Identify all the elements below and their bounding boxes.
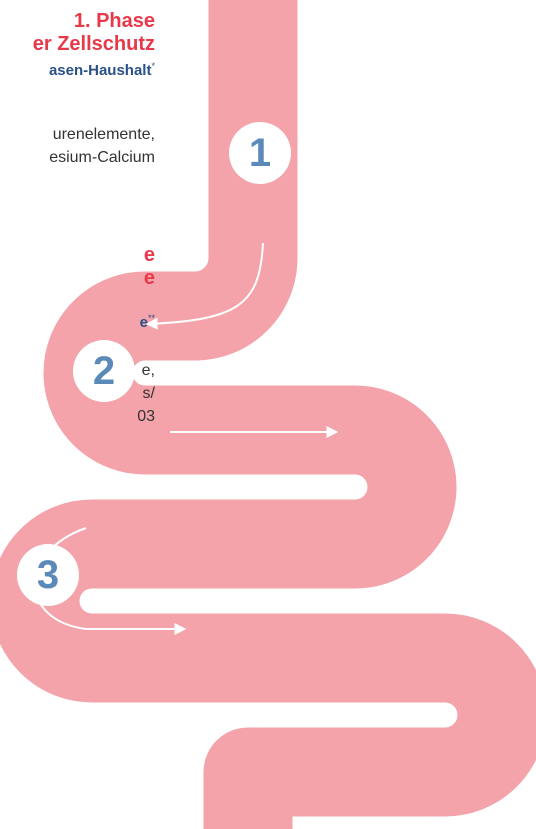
phase2-body-line-3: 03 [137, 406, 155, 428]
step-marker-2: 2 [73, 340, 135, 402]
phase2-heading-line-2: e [144, 267, 155, 289]
phase2-subtitle: e** [140, 314, 155, 331]
step-marker-3: 3 [17, 544, 79, 606]
phase1-subtitle: asen-Haushalt* [49, 62, 155, 79]
step-number-3: 3 [37, 553, 59, 597]
step-marker-1: 1 [229, 122, 291, 184]
phase1-heading: 1. Phase [74, 10, 155, 32]
step-number-2: 2 [93, 349, 115, 393]
phase1-title: er Zellschutz [33, 33, 155, 55]
phase1-body-line-1: urenelemente, [53, 124, 155, 146]
phase2-body-line-1: e, [142, 360, 155, 382]
phase2-heading-line-1: e [144, 244, 155, 266]
step-number-1: 1 [249, 131, 271, 175]
phase2-body-line-2: s/ [143, 383, 155, 405]
phase1-body-line-2: esium-Calcium [49, 147, 155, 169]
